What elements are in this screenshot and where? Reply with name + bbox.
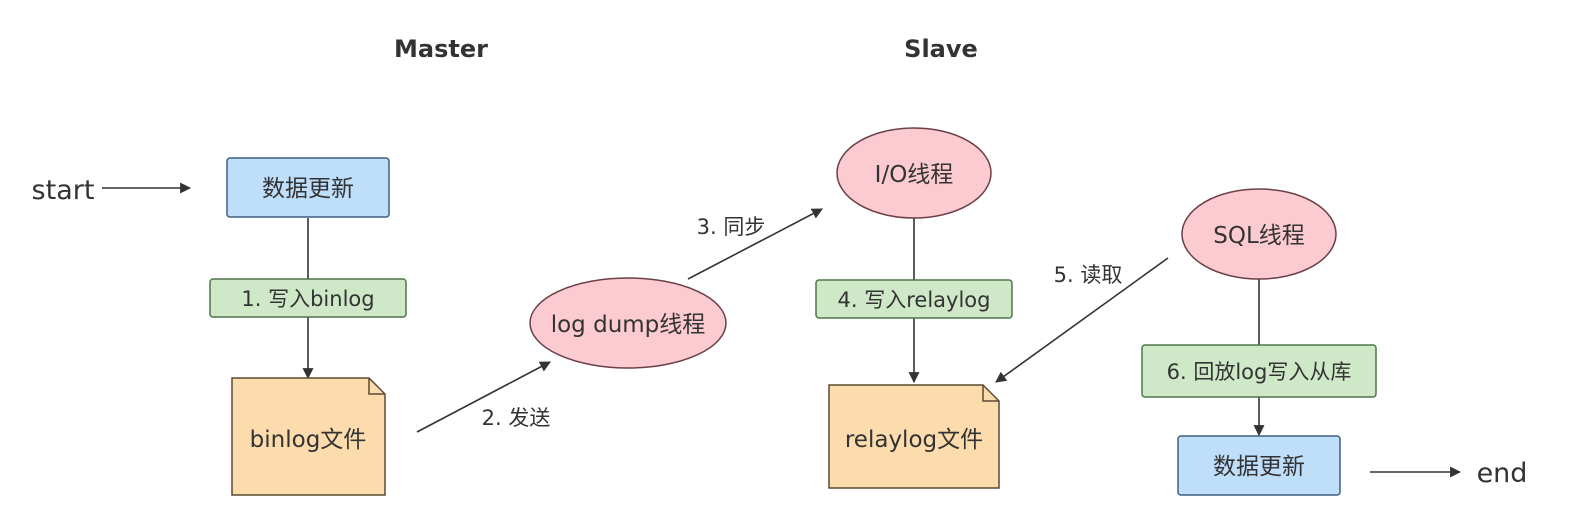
sql-thread-node: SQL线程 [1181, 188, 1337, 280]
send-label: 2. 发送 [482, 406, 551, 430]
slave-update-label: 数据更新 [1213, 454, 1305, 480]
binlog-file-node: binlog文件 [231, 377, 386, 496]
write-binlog-label: 1. 写入binlog [241, 287, 374, 311]
dump-thread-label: log dump线程 [551, 312, 706, 338]
replay-label: 6. 回放log写入从库 [1167, 360, 1352, 384]
dump-thread-node: log dump线程 [529, 277, 727, 369]
binlog-file-label: binlog文件 [250, 427, 367, 453]
sql-thread-label: SQL线程 [1213, 223, 1305, 249]
write-binlog-step: 1. 写入binlog [209, 278, 407, 318]
slave-title: Slave [904, 35, 978, 63]
send-arrow [416, 361, 551, 433]
replay-step: 6. 回放log写入从库 [1141, 344, 1377, 398]
slave-update-node: 数据更新 [1177, 435, 1341, 496]
io-thread-label: I/O线程 [875, 162, 954, 188]
read-label: 5. 读取 [1054, 263, 1123, 287]
write-relaylog-step: 4. 写入relaylog [815, 279, 1013, 319]
sync-label: 3. 同步 [697, 215, 766, 239]
read-arrow [995, 257, 1169, 383]
start-label: start [32, 175, 95, 206]
sync-arrow [687, 208, 823, 280]
master-title: Master [394, 35, 488, 63]
relaylog-file-node: relaylog文件 [828, 384, 1000, 489]
end-label: end [1477, 458, 1528, 489]
write-relaylog-label: 4. 写入relaylog [838, 288, 991, 312]
relaylog-file-label: relaylog文件 [845, 427, 983, 453]
master-update-label: 数据更新 [262, 176, 354, 202]
io-thread-node: I/O线程 [836, 127, 992, 219]
master-update-node: 数据更新 [226, 157, 390, 218]
